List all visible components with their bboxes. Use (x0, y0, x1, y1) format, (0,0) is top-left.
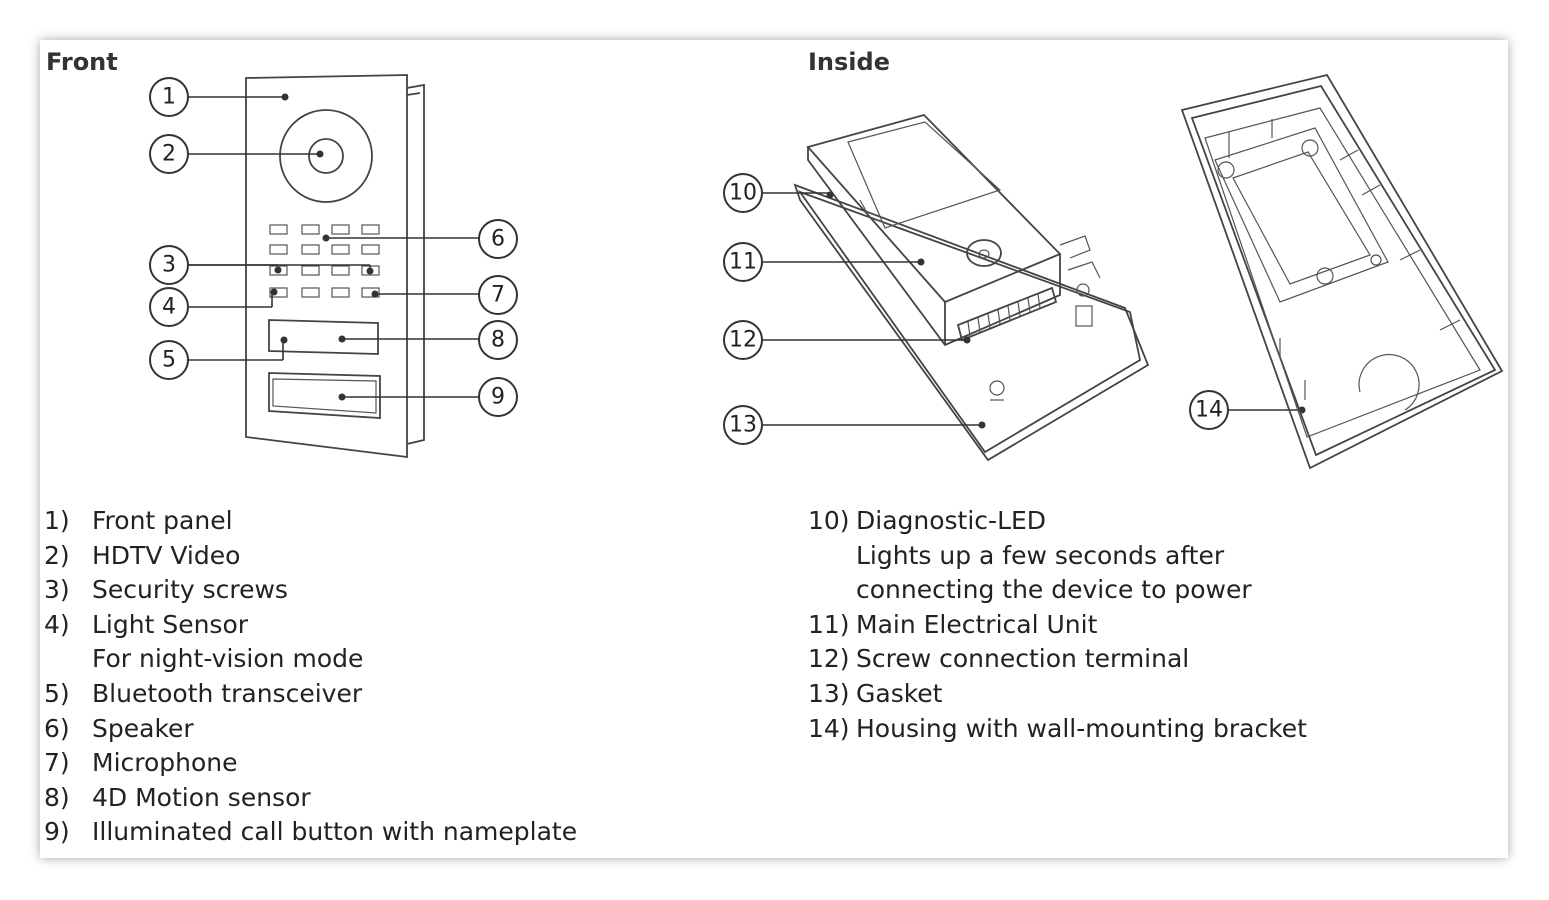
callout-5: 5 (149, 340, 189, 380)
housing-drawing (1180, 73, 1504, 470)
callout-4: 4 (149, 287, 189, 327)
svg-text:10: 10 (729, 181, 757, 206)
svg-text:1: 1 (162, 85, 176, 110)
svg-text:11: 11 (729, 250, 757, 275)
legend-item-14: 14)Housing with wall-mounting bracket (808, 713, 1307, 743)
legend-item-5: 5)Bluetooth transceiver (44, 678, 363, 708)
legend-front: 1)Front panel 2)HDTV Video 3)Security sc… (44, 504, 577, 850)
callout-10: 10 (723, 173, 763, 213)
keypad-grid (269, 224, 380, 298)
svg-text:6: 6 (491, 227, 505, 252)
device-illustrations: 1 2 3 4 5 6 7 8 9 (149, 73, 1504, 470)
callout-7: 7 (478, 275, 518, 315)
callout-8: 8 (478, 320, 518, 360)
front-callouts: 1 2 3 4 5 6 7 8 9 (149, 77, 518, 417)
callout-14: 14 (1189, 390, 1229, 430)
legend-item-10: 10)Diagnostic-LED (808, 506, 1047, 535)
svg-text:8: 8 (491, 328, 505, 353)
svg-text:3: 3 (162, 253, 176, 278)
callout-2: 2 (149, 134, 189, 174)
legend-item-6: 6)Speaker (44, 713, 194, 743)
svg-text:13: 13 (729, 413, 757, 438)
legend-item-12: 12)Screw connection terminal (808, 644, 1190, 674)
svg-text:5: 5 (162, 348, 176, 373)
legend-item-4: 4)Light Sensor (44, 609, 249, 639)
legend-item-4-note: For night-vision mode (92, 644, 364, 674)
svg-text:7: 7 (491, 283, 505, 308)
inside-title: Inside (808, 48, 890, 76)
front-title: Front (46, 48, 118, 76)
svg-text:12: 12 (729, 328, 757, 353)
diagram-card: Front Inside (40, 40, 1508, 858)
legend-item-1: 1)Front panel (44, 506, 233, 535)
svg-text:14: 14 (1195, 398, 1223, 423)
callout-6: 6 (478, 219, 518, 259)
legend-item-3: 3)Security screws (44, 575, 288, 605)
legend-item-8: 8)4D Motion sensor (44, 782, 311, 812)
front-panel-drawing (245, 74, 425, 459)
legend-item-9: 9)Illuminated call button with nameplate (44, 817, 578, 847)
svg-text:2: 2 (162, 142, 176, 167)
callout-13: 13 (723, 405, 763, 445)
callout-9: 9 (478, 377, 518, 417)
legend-item-2: 2)HDTV Video (44, 540, 241, 570)
inside-unit-drawing (793, 113, 1150, 462)
legend-item-10-note-1: Lights up a few seconds after (856, 540, 1225, 570)
callout-11: 11 (723, 242, 763, 282)
inside-callouts: 10 11 12 13 14 (723, 173, 1306, 445)
legend-item-11: 11)Main Electrical Unit (808, 609, 1098, 639)
legend-item-13: 13)Gasket (808, 678, 943, 708)
legend-item-10-note-2: connecting the device to power (856, 575, 1252, 605)
callout-1: 1 (149, 77, 189, 117)
legend-inside: 10)Diagnostic-LED Lights up a few second… (808, 504, 1307, 746)
svg-text:9: 9 (491, 385, 505, 410)
callout-12: 12 (723, 320, 763, 360)
callout-3: 3 (149, 245, 189, 285)
svg-text:4: 4 (162, 295, 176, 320)
legend-item-7: 7)Microphone (44, 748, 238, 778)
